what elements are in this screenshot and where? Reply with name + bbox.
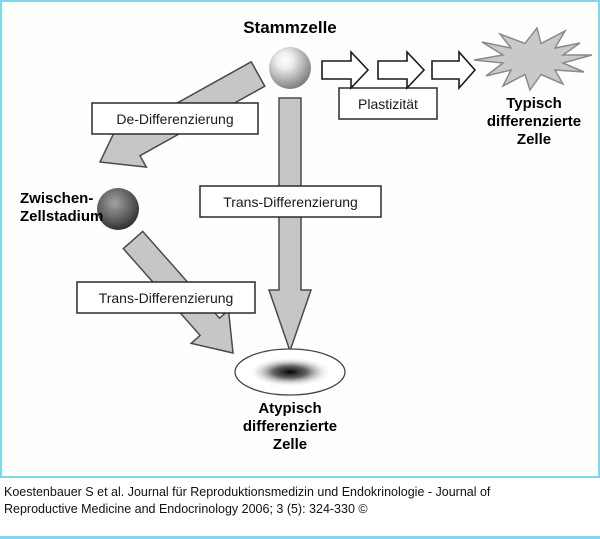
diagram-canvas (76, 26, 593, 396)
citation-text: Koestenbauer S et al. Journal für Reprod… (4, 485, 491, 516)
typical-cell-label: Typisch differenzierte Zelle (463, 95, 600, 149)
plasticity-label: Plastizität (358, 95, 418, 112)
diagram-frame: Stammzelle De-Differenzierung Plastizitä… (0, 0, 600, 478)
atypical-cell-label: Atypisch differenzierte Zelle (210, 400, 370, 454)
plasticity-box (338, 87, 438, 120)
trans-differentiation-box-2 (76, 281, 256, 314)
atypical-cell-line-2: differenzierte (242, 418, 338, 435)
trans-differentiation-label-2: Trans-Differenzierung (98, 289, 234, 306)
plasticity-arrow-2 (377, 49, 426, 91)
typical-cell-line-1: Typisch (506, 95, 562, 112)
bottom-border-line (0, 536, 600, 539)
de-differentiation-box (91, 102, 259, 135)
trans-differentiation-label-1: Trans-Differenzierung (223, 193, 358, 210)
stem-cell-title: Stammzelle (243, 18, 337, 37)
atypical-cell-nucleus (248, 357, 332, 387)
trans-differentiation-box-1 (199, 185, 382, 218)
intermediate-stage-line-1: Zwischen- (20, 190, 94, 207)
de-differentiation-label: De-Differenzierung (116, 110, 234, 127)
plasticity-arrow-3 (431, 49, 477, 91)
atypical-cell-line-1: Atypisch (258, 400, 322, 417)
intermediate-cell-sphere (97, 188, 139, 230)
atypical-cell-line-3: Zelle (272, 436, 308, 453)
stem-cell-sphere (269, 47, 311, 89)
trans-differentiation-down-arrow (267, 97, 313, 354)
intermediate-stage-label: Zwischen- Zellstadium (20, 190, 103, 226)
intermediate-stage-line-2: Zellstadium (20, 208, 104, 225)
plasticity-arrow-1 (321, 49, 370, 91)
typical-cell-line-3: Zelle (516, 131, 552, 148)
typical-cell-starburst (473, 26, 593, 92)
typical-cell-line-2: differenzierte (486, 113, 582, 130)
